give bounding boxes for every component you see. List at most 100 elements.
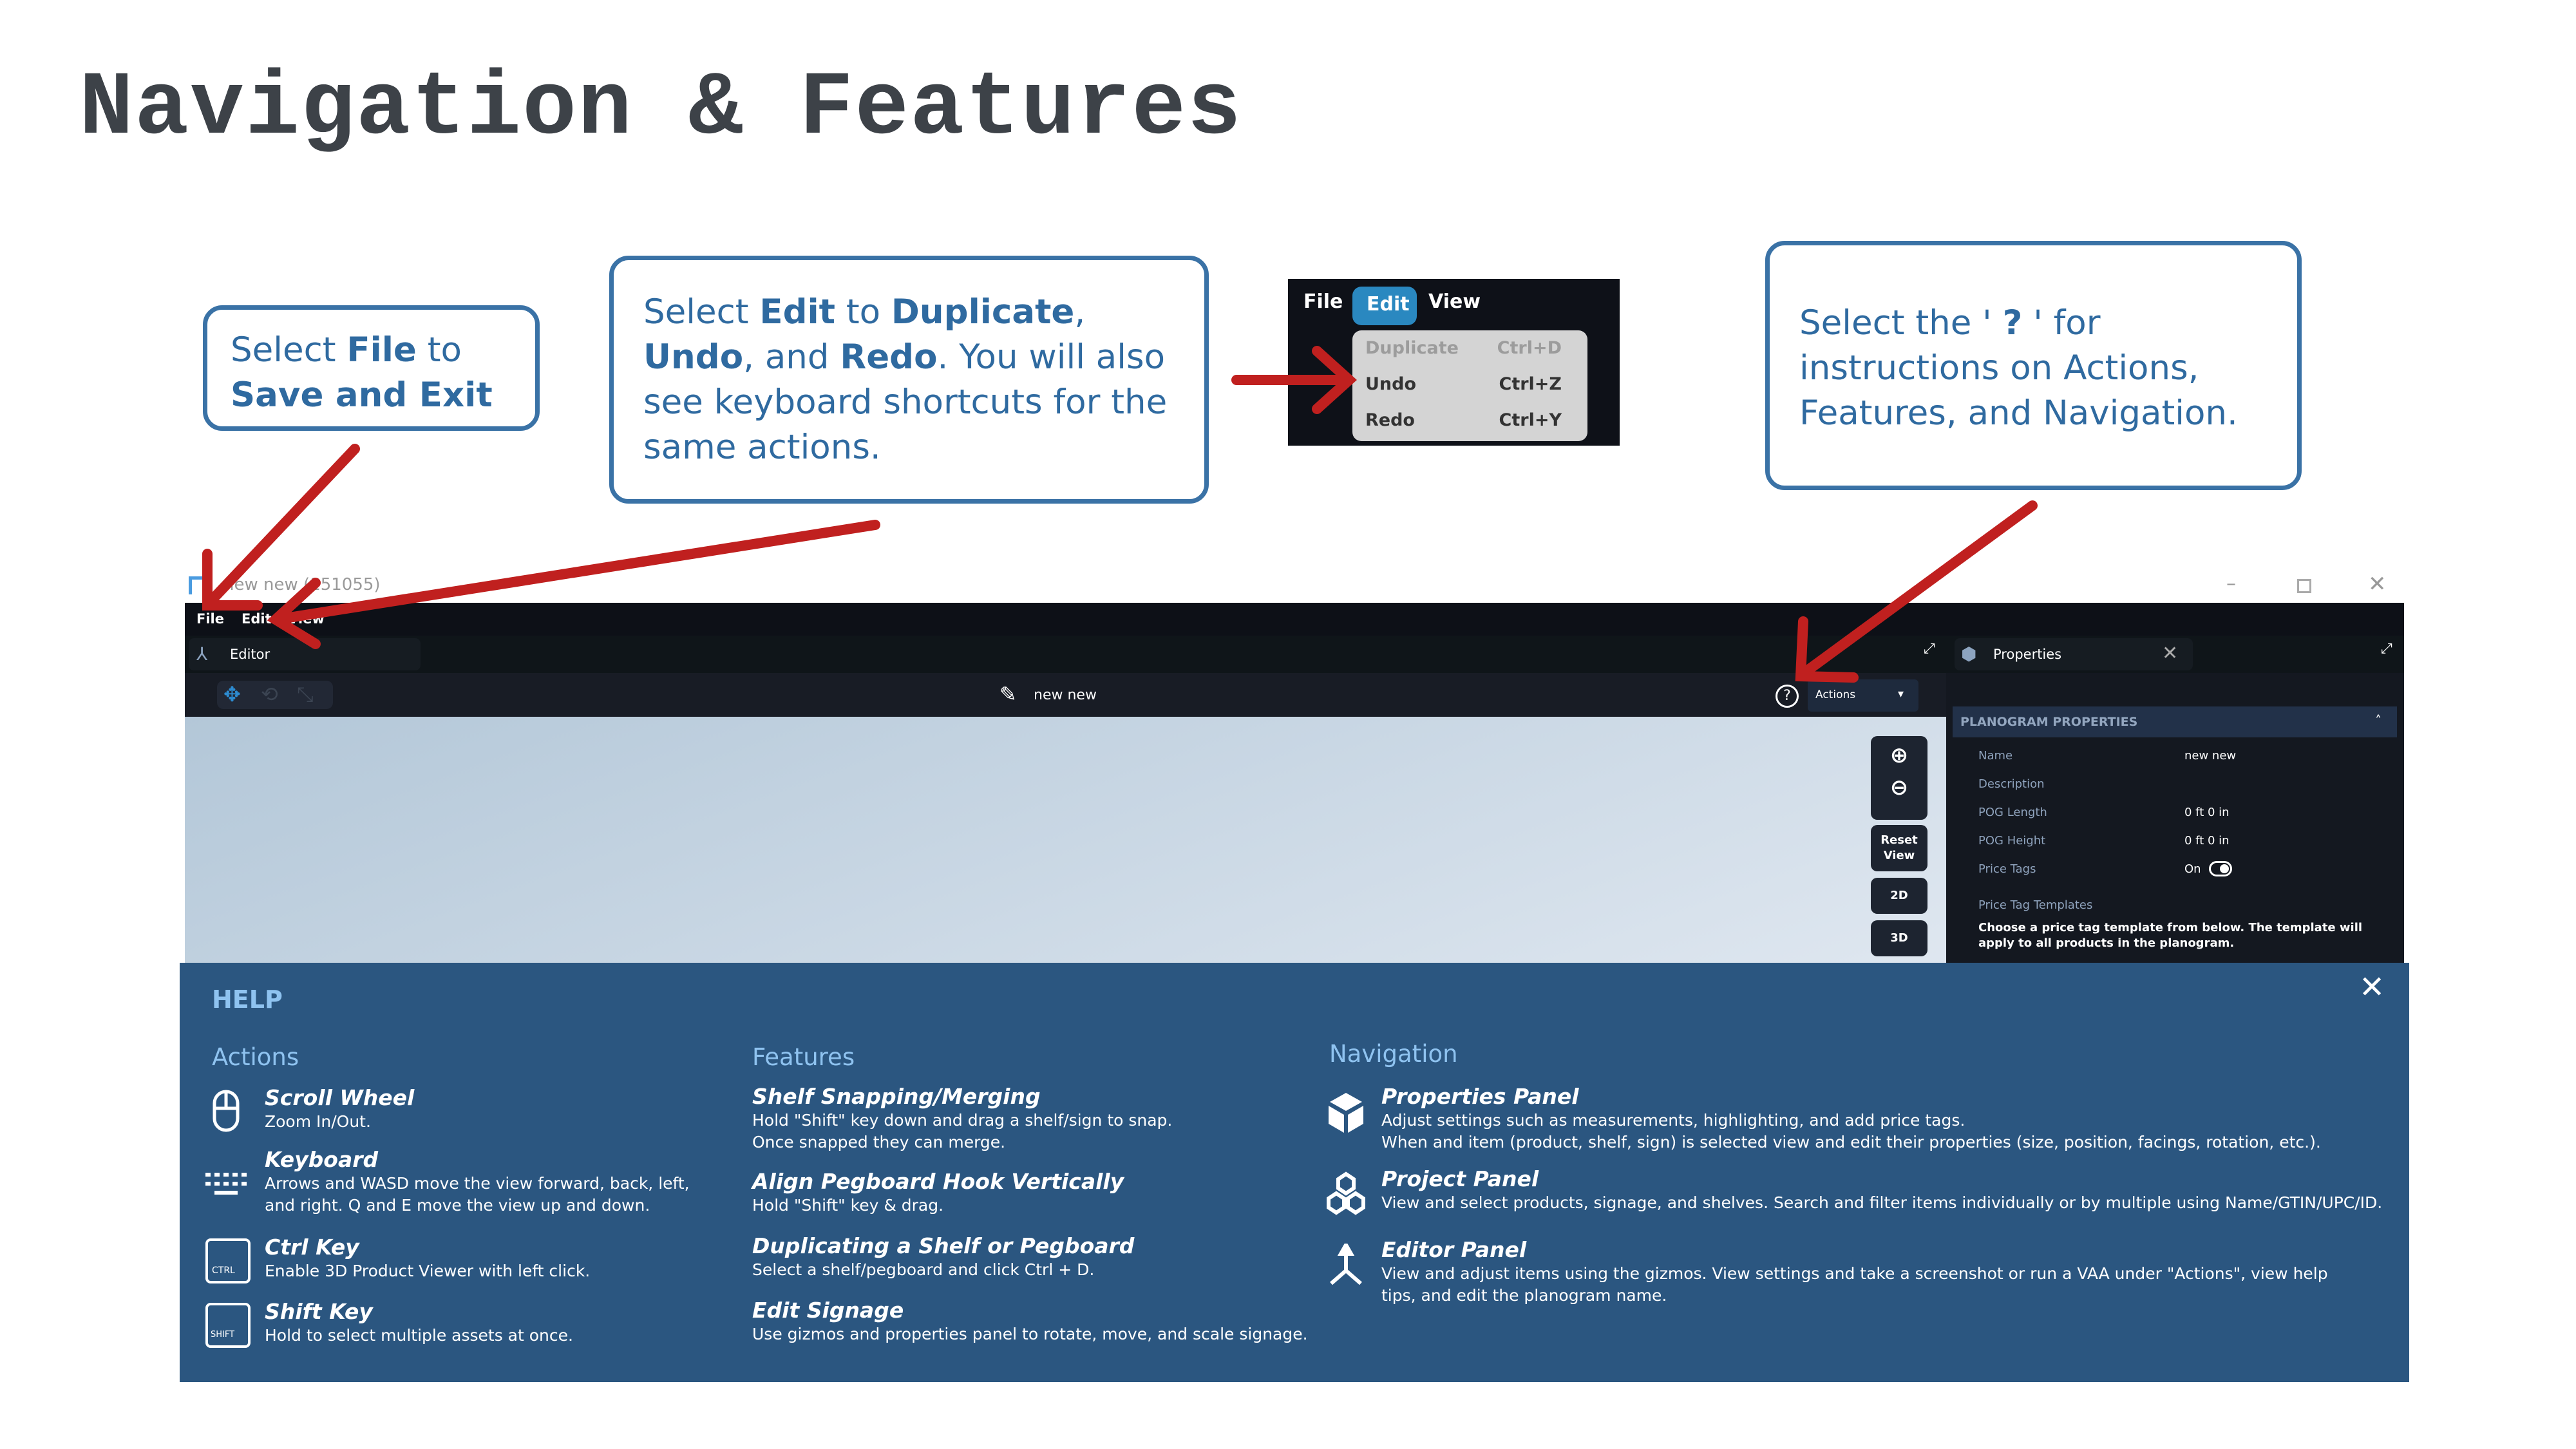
actions-dropdown[interactable]: Actions ▾ [1808, 679, 1918, 712]
panel-tabs: ⅄ Editor ⤢ ⬢ Properties ✕ ⤢ [185, 636, 2404, 673]
pencil-icon[interactable]: ✎ [999, 682, 1017, 706]
item-label: Undo [1365, 374, 1417, 394]
chevron-up-icon: ˄ [2375, 713, 2382, 728]
price-tags-toggle[interactable] [2209, 861, 2232, 876]
cube-icon: ⬢ [1961, 643, 1977, 665]
item-title: Edit Signage [752, 1298, 904, 1323]
section-title: PLANOGRAM PROPERTIES [1960, 715, 2138, 729]
price-tags-value: On [2184, 862, 2201, 876]
editor-gizmo-icon: ⅄ [196, 643, 208, 665]
item-shortcut: Ctrl+Z [1499, 374, 1562, 394]
callout-bold: ? [2002, 303, 2023, 343]
3d-button[interactable]: 3D [1871, 920, 1927, 956]
tab-properties[interactable]: ⬢ Properties ✕ [1955, 638, 2193, 670]
navigation-heading: Navigation [1329, 1040, 1458, 1068]
features-heading: Features [752, 1043, 855, 1071]
close-window-icon[interactable]: ✕ [2368, 571, 2387, 597]
tab-editor[interactable]: ⅄ Editor [189, 638, 421, 670]
callout-text: Select [231, 330, 347, 370]
menu-item-redo[interactable]: Redo Ctrl+Y [1365, 410, 1562, 430]
menu-edit[interactable]: Edit [1352, 287, 1417, 325]
zoom-controls: ⊕ ⊖ [1871, 736, 1927, 820]
menu-item-undo[interactable]: Undo Ctrl+Z [1365, 374, 1562, 394]
properties-cube-icon [1329, 1093, 1363, 1133]
item-title: Ctrl Key [265, 1235, 359, 1260]
templates-label: Price Tag Templates [1978, 898, 2093, 912]
menu-edit[interactable]: Edit [242, 611, 272, 627]
minimize-icon[interactable]: – [2226, 573, 2236, 595]
item-desc: Hold to select multiple assets at once. [265, 1326, 573, 1345]
help-item-shelf-snapping: Shelf Snapping/Merging Hold "Shift" key … [752, 1084, 1172, 1153]
prop-value[interactable]: 0 ft 0 in [2184, 834, 2230, 848]
prop-label: POG Length [1978, 806, 2047, 819]
chevron-down-icon: ▾ [1898, 687, 1904, 701]
callout-text: to [835, 292, 891, 332]
planogram-properties-header[interactable]: PLANOGRAM PROPERTIES ˄ [1953, 706, 2397, 737]
restore-icon[interactable] [2297, 579, 2311, 593]
item-desc: Enable 3D Product Viewer with left click… [265, 1262, 591, 1280]
mouse-icon [213, 1090, 240, 1132]
maximize-icon[interactable]: ⤢ [1924, 641, 1935, 657]
menu-file[interactable]: File [196, 611, 224, 627]
callout-bold: Undo [643, 337, 744, 377]
actions-label: Actions [1815, 688, 1856, 701]
item-title: Shelf Snapping/Merging [752, 1084, 1041, 1109]
item-desc: Zoom In/Out. [265, 1112, 371, 1131]
title-bar: new new (151055) – ✕ [185, 570, 2404, 603]
item-title: Align Pegboard Hook Vertically [752, 1169, 1124, 1194]
tab-label: Properties [1993, 647, 2062, 662]
move-icon[interactable]: ✥ [223, 682, 241, 706]
close-icon[interactable]: ✕ [2162, 642, 2179, 665]
zoom-out-icon[interactable]: ⊖ [1889, 775, 1909, 800]
callout-bold: Edit [759, 292, 836, 332]
prop-label: Price Tags [1978, 862, 2036, 876]
callout-file: Select File to Save and Exit [203, 305, 540, 431]
rotate-icon[interactable]: ⟲ [261, 682, 278, 706]
callout-bold: Save and Exit [231, 375, 493, 415]
actions-heading: Actions [212, 1043, 299, 1071]
prop-label: Description [1978, 777, 2045, 791]
item-label: Duplicate [1365, 338, 1459, 358]
help-title: HELP [212, 985, 283, 1014]
item-shortcut: Ctrl+Y [1499, 410, 1562, 430]
reset-label: Reset [1880, 833, 1918, 847]
help-item-properties-panel: Properties Panel Adjust settings such as… [1329, 1084, 2321, 1153]
tab-label: Editor [230, 647, 270, 662]
callout-text: ' for instructions on Actions, Features,… [1799, 303, 2238, 433]
prop-value[interactable]: 0 ft 0 in [2184, 806, 2230, 819]
scale-icon[interactable]: ⤡ [297, 682, 314, 706]
item-desc: Hold "Shift" key down and drag a shelf/s… [752, 1111, 1173, 1130]
item-desc: View and select products, signage, and s… [1381, 1193, 2383, 1212]
prop-value[interactable]: new new [2184, 749, 2237, 762]
menu-view[interactable]: View [1428, 290, 1481, 313]
callout-text: to [416, 330, 462, 370]
help-item-scroll-wheel: Scroll Wheel Zoom In/Out. [213, 1085, 414, 1133]
gizmo-group: ✥ ⟲ ⤡ [217, 681, 333, 709]
menu-view[interactable]: View [288, 611, 325, 627]
help-item-project-panel: Project Panel View and select products, … [1327, 1166, 2383, 1215]
maximize-icon[interactable]: ⤢ [2381, 641, 2392, 657]
callout-bold: File [346, 330, 417, 370]
item-desc: Hold "Shift" key & drag. [752, 1196, 944, 1215]
editor-toolbar: ✥ ⟲ ⤡ ✎ new new ? Actions ▾ [185, 673, 1946, 717]
menu-file[interactable]: File [1303, 290, 1343, 313]
close-help-icon[interactable]: ✕ [2359, 969, 2385, 1005]
item-title: Duplicating a Shelf or Pegboard [752, 1233, 1135, 1258]
pog-name[interactable]: new new [1034, 687, 1097, 703]
zoom-in-icon[interactable]: ⊕ [1889, 743, 1909, 768]
help-question-button[interactable]: ? [1776, 685, 1799, 708]
help-item-shift-key: SHIFT Shift Key Hold to select multiple … [205, 1299, 573, 1348]
callout-bold: Redo [840, 337, 938, 377]
help-item-keyboard: Keyboard Arrows and WASD move the view f… [205, 1147, 715, 1217]
callout-text: Select the ' [1799, 303, 2003, 343]
callout-text: Select [643, 292, 760, 332]
callout-text: , and [743, 337, 840, 377]
2d-button[interactable]: 2D [1871, 878, 1927, 914]
help-panel: HELP ✕ Actions Scroll Wheel Zoom In/Out.… [180, 963, 2409, 1382]
callout-bold: Duplicate [891, 292, 1075, 332]
item-label: Redo [1365, 410, 1415, 430]
